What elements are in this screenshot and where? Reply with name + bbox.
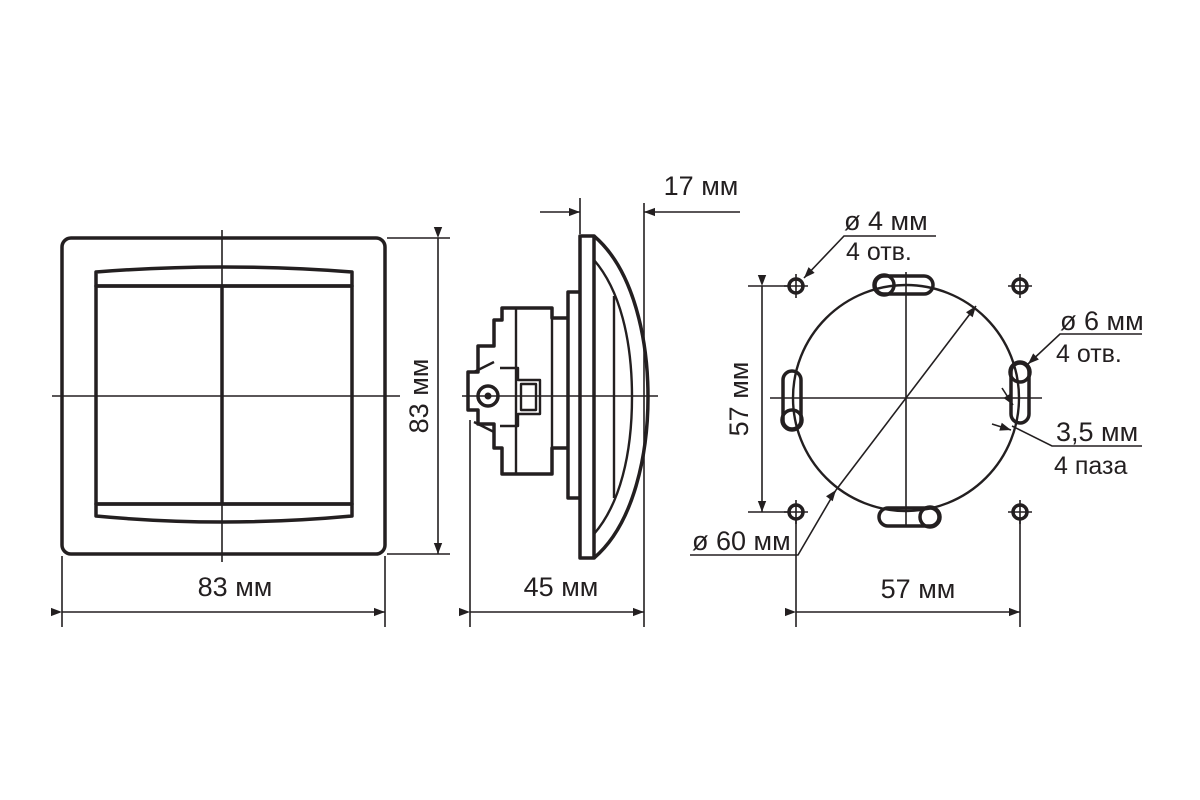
- slot-width-leader: [1011, 425, 1142, 447]
- circle-diameter-label: ø 60 мм: [692, 526, 791, 556]
- hole-large-count-label: 4 отв.: [1056, 340, 1122, 368]
- switch-keys: [94, 284, 354, 506]
- side-view: 45 мм 17 мм: [459, 171, 740, 627]
- horizontal-spacing-label: 57 мм: [881, 574, 956, 604]
- slot-width-arrow-bottom: [991, 422, 1012, 431]
- frame-dimension-label: 17 мм: [664, 171, 739, 201]
- mechanism-body: [466, 306, 568, 476]
- slot-bottom-hole: [918, 505, 942, 529]
- front-width-label: 83 мм: [198, 572, 273, 602]
- slot-left-hole: [780, 408, 804, 432]
- hole-small-count-label: 4 отв.: [846, 238, 912, 266]
- key-top-edge: [94, 265, 354, 288]
- slot-right-hole: [1008, 360, 1032, 384]
- hole-large-diameter-label: ø 6 мм: [1060, 306, 1144, 336]
- front-height-label: 83 мм: [404, 359, 434, 434]
- terminal-block: [519, 382, 538, 412]
- key-profile: [592, 234, 650, 560]
- mounting-view: ø 60 мм ø 4 мм 4 отв. ø 6 мм 4 отв. 3,5 …: [690, 206, 1144, 627]
- circle-diameter-dimension: [826, 305, 977, 502]
- side-depth-label: 45 мм: [524, 572, 599, 602]
- hole-small-leader: [803, 235, 936, 279]
- key-profile-inner: [593, 259, 634, 535]
- hole-large-leader: [1027, 333, 1142, 365]
- slot-width-label: 3,5 мм: [1056, 417, 1138, 447]
- circle-diameter-leader: [690, 489, 837, 556]
- hole-small-diameter-label: ø 4 мм: [844, 206, 928, 236]
- mounting-bracket: [566, 290, 580, 500]
- slot-top-hole: [872, 273, 896, 297]
- vertical-spacing-label: 57 мм: [724, 362, 754, 437]
- frame-plate: [578, 234, 596, 560]
- key-bottom-edge: [94, 502, 354, 524]
- front-view: 83 мм 83 мм: [51, 227, 450, 627]
- hole-crosshairs: [784, 274, 1032, 524]
- terminal-clamp: [473, 360, 495, 434]
- mechanism-detail: [500, 366, 542, 428]
- slot-count-label: 4 паза: [1054, 452, 1127, 480]
- slot-width-arrow-top: [1001, 387, 1014, 406]
